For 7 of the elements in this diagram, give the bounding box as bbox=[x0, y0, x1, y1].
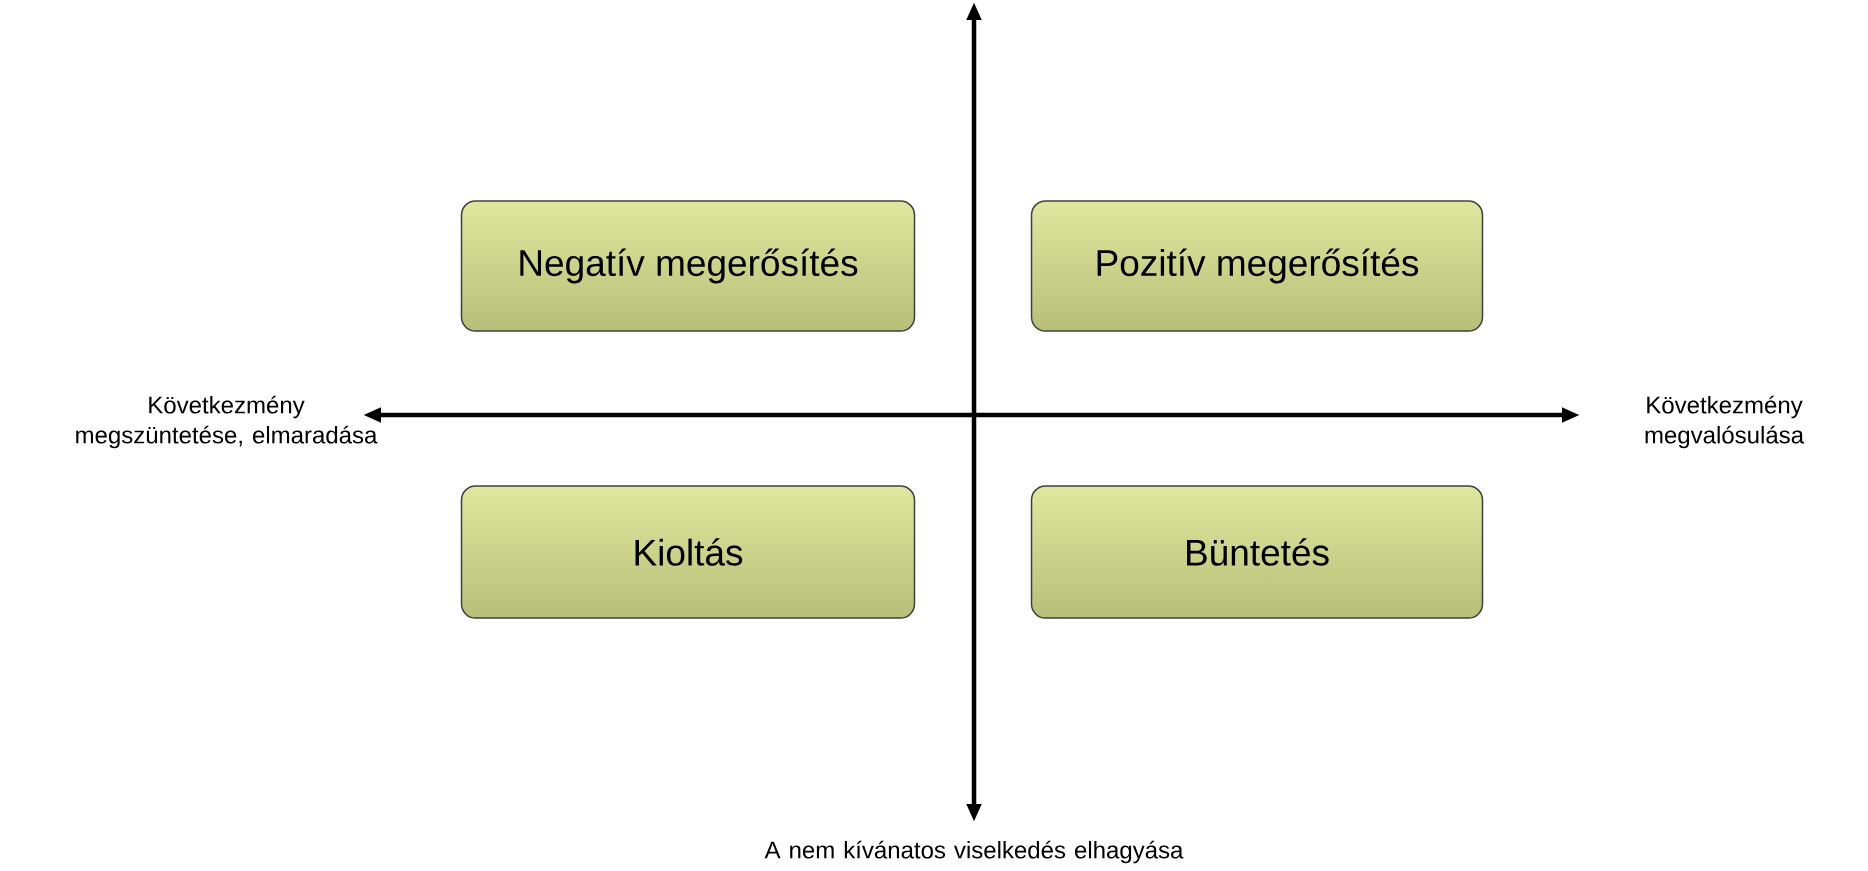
quadrant-box: Negatív megerősítés bbox=[460, 200, 916, 332]
axis-label: Következmény megszüntetése, elmaradása bbox=[76, 395, 378, 449]
axis-label: Következmény megvalósulása bbox=[1645, 395, 1805, 449]
quadrant-box: Kioltás bbox=[460, 485, 916, 619]
quadrant-box: Pozitív megerősítés bbox=[1030, 200, 1484, 332]
quadrant-box: Büntetés bbox=[1030, 485, 1484, 619]
axis-label: A nem kívánatos viselkedés elhagyása bbox=[764, 840, 1184, 864]
